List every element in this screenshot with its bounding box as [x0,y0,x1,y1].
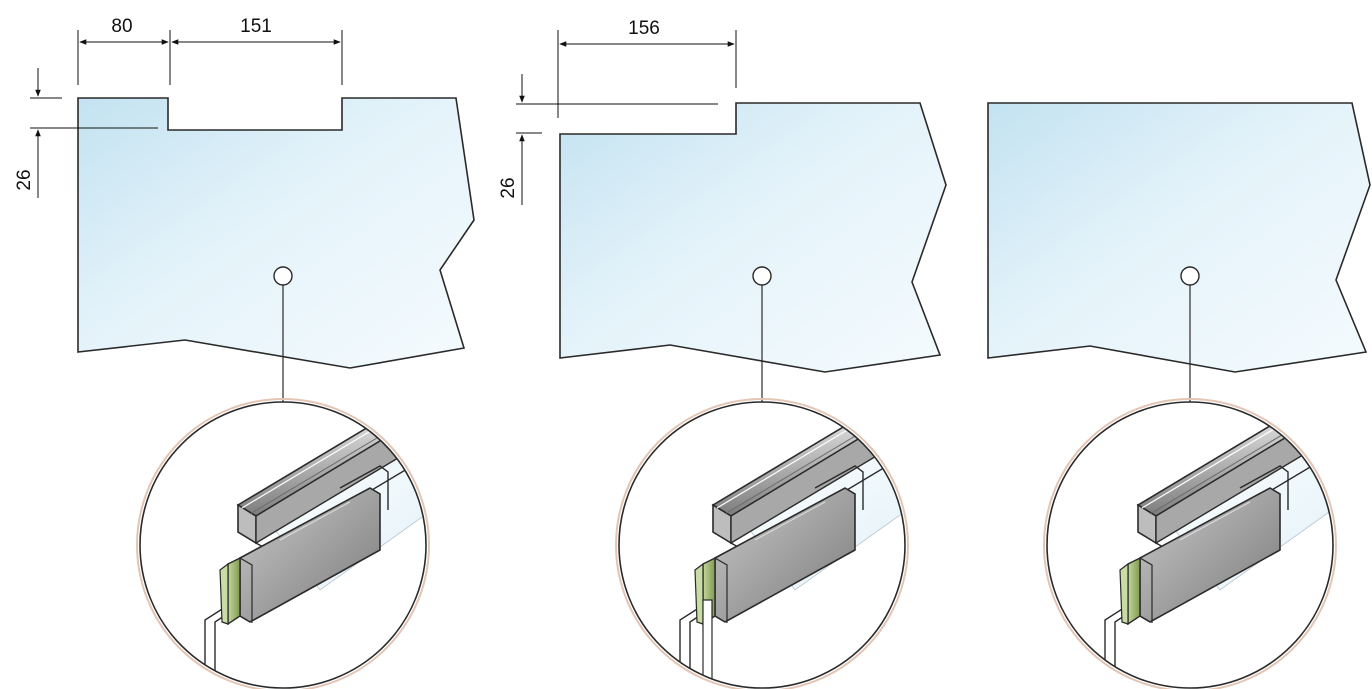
dim-notch-depth-label: 26 [14,169,35,190]
detail-view-clip-3 [1043,398,1337,689]
notched-glass-panel [77,97,475,369]
detail-view-clip-2 [615,398,909,689]
stepped-glass-panel [559,102,947,373]
notched-panel-diagram: 80 151 26 [14,16,475,689]
dim-step-depth-label: 26 [498,177,519,198]
detail-view-clip [136,398,430,689]
stepped-panel-diagram: 156 26 [498,18,947,689]
plain-glass-panel [987,102,1371,373]
dim-step-width-label: 156 [628,18,660,39]
detail-marker-2 [752,266,772,286]
dim-notch-width-label: 151 [240,16,272,37]
detail-marker [273,266,293,286]
dim-left-offset-label: 80 [111,16,132,37]
detail-marker-3 [1180,266,1200,286]
plain-panel-diagram [987,102,1371,689]
